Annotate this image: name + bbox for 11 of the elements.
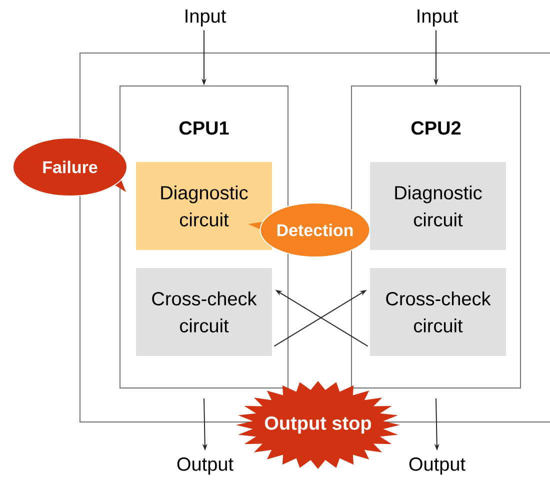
failure-callout: Failure (12, 138, 128, 196)
io-label: Input (186, 10, 226, 26)
output-stop-burst: Output stop (236, 381, 400, 469)
io-label: Output (409, 457, 466, 475)
io-label: Input (418, 10, 458, 26)
circuit-box: Diagnostic circuit (136, 162, 272, 250)
detection-callout: Detection (248, 202, 370, 258)
circuit-box: Cross-check circuit (370, 268, 506, 356)
circuit-box: Cross-check circuit (136, 268, 272, 356)
circuit-box: Diagnostic circuit (370, 162, 506, 250)
io-label: Output (177, 457, 234, 475)
